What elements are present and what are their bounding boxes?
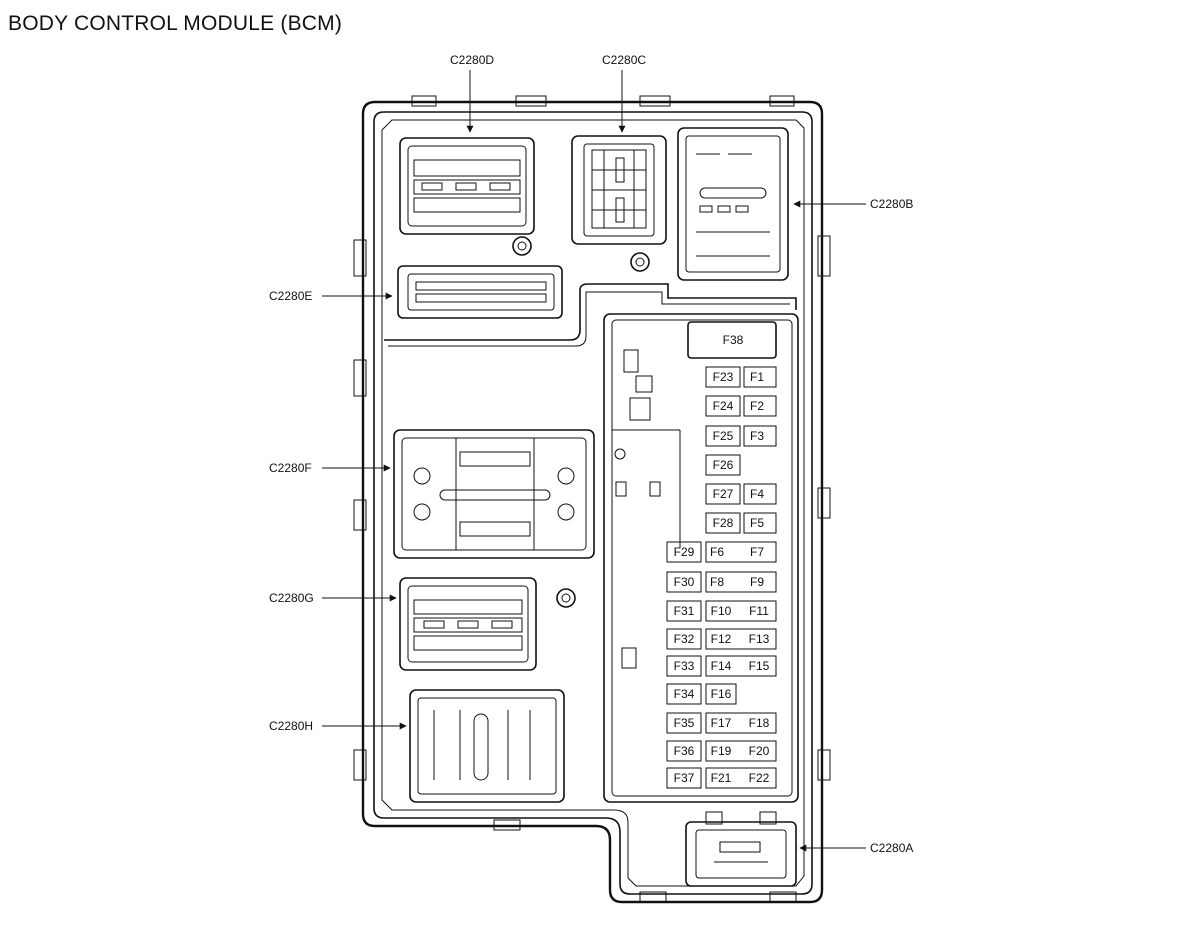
connector-c2280d: [399, 137, 535, 256]
fuse-f22: F22: [749, 771, 770, 785]
fuse-f35: F35: [674, 716, 695, 730]
fuse-f1: F1: [750, 370, 764, 384]
label-c2280g: C2280G: [269, 591, 314, 605]
fuse-f18: F18: [749, 716, 770, 730]
fuse-f38: F38: [723, 333, 744, 347]
fuse-f24: F24: [713, 399, 734, 413]
label-c2280f: C2280F: [269, 461, 312, 475]
fuse-f8: F8: [710, 575, 724, 589]
module-housing: [353, 95, 831, 904]
fuse-f25: F25: [713, 429, 734, 443]
connector-c2280g: [399, 577, 576, 671]
fuse-f5: F5: [750, 516, 764, 530]
fuse-f20: F20: [749, 744, 770, 758]
fuse-f32: F32: [674, 632, 695, 646]
fuse-f7: F7: [750, 545, 764, 559]
fuse-f37: F37: [674, 771, 695, 785]
fuse-f2: F2: [750, 399, 764, 413]
fuse-labels: F38 F23 F1 F24 F2 F25 F3 F26 F27 F4 F28 …: [674, 333, 770, 785]
fuse-f12: F12: [711, 632, 732, 646]
fuse-f36: F36: [674, 744, 695, 758]
connector-labels: C2280D C2280C C2280B C2280E C2280F C2280…: [269, 53, 913, 855]
connector-c2280h: [409, 689, 565, 803]
connector-c2280f: [393, 429, 595, 559]
fuse-f14: F14: [711, 659, 732, 673]
fuse-f21: F21: [711, 771, 732, 785]
label-c2280a: C2280A: [870, 841, 913, 855]
fuse-f30: F30: [674, 575, 695, 589]
fuse-f31: F31: [674, 604, 695, 618]
fuse-f34: F34: [674, 687, 695, 701]
page-title: BODY CONTROL MODULE (BCM): [8, 12, 343, 35]
fuse-f33: F33: [674, 659, 695, 673]
connector-c2280b: [677, 127, 789, 281]
fuse-f16: F16: [711, 687, 732, 701]
fuse-f9: F9: [750, 575, 764, 589]
fuse-f3: F3: [750, 429, 764, 443]
label-c2280e: C2280E: [269, 289, 312, 303]
label-c2280d: C2280D: [450, 53, 494, 67]
connector-c2280e: [397, 265, 563, 319]
fuse-f17: F17: [711, 716, 732, 730]
fuse-panel: [603, 313, 799, 803]
fuse-f4: F4: [750, 487, 764, 501]
label-c2280c: C2280C: [602, 53, 646, 67]
label-c2280b: C2280B: [870, 197, 913, 211]
fuse-f19: F19: [711, 744, 732, 758]
fuse-f23: F23: [713, 370, 734, 384]
fuse-f28: F28: [713, 516, 734, 530]
callout-arrows: [322, 70, 866, 852]
connector-c2280c: [571, 135, 667, 272]
fuse-f15: F15: [749, 659, 770, 673]
fuse-f10: F10: [711, 604, 732, 618]
fuse-f11: F11: [749, 604, 769, 618]
label-c2280h: C2280H: [269, 719, 313, 733]
fuse-f27: F27: [713, 487, 734, 501]
fuse-f26: F26: [713, 458, 734, 472]
fuse-f29: F29: [674, 545, 695, 559]
fuse-f6: F6: [710, 545, 724, 559]
connector-c2280a: [685, 811, 797, 887]
fuse-f13: F13: [749, 632, 770, 646]
fuse-boxes: [666, 366, 777, 789]
